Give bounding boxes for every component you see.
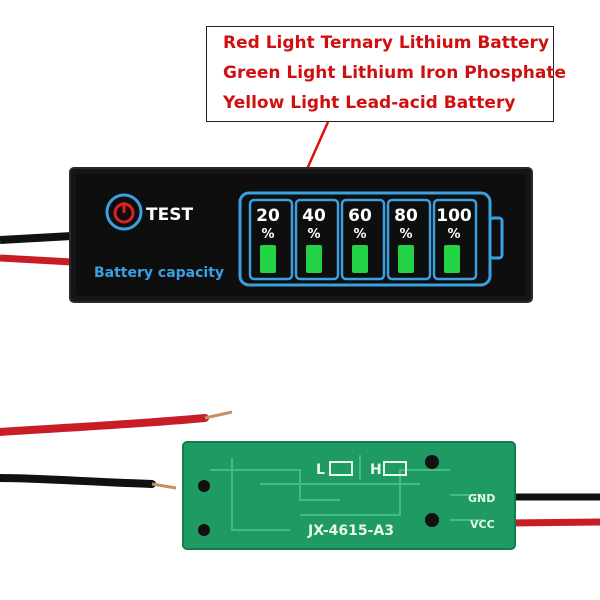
legend-red-light: Red Light Ternary Lithium Battery — [223, 33, 550, 53]
led-20 — [260, 245, 276, 273]
pcb-vcc-label: VCC — [470, 518, 495, 531]
level-label-60: 60 — [348, 206, 372, 226]
legend-green-light: Green Light Lithium Iron Phosphate — [223, 63, 567, 83]
pcb-label-h: H — [370, 462, 382, 478]
percent-sign-40: % — [307, 227, 320, 242]
callout-legend: Red Light Ternary Lithium Battery Green … — [206, 26, 566, 122]
led-80 — [398, 245, 414, 273]
led-60 — [352, 245, 368, 273]
level-label-20: 20 — [256, 206, 280, 226]
battery-terminal — [488, 216, 504, 260]
cell-outline-60 — [340, 198, 386, 281]
level-label-100: 100 — [436, 206, 472, 226]
cell-outline-100 — [432, 198, 478, 281]
percent-sign-100: % — [447, 227, 460, 242]
module-wires — [0, 232, 73, 266]
percent-sign-60: % — [353, 227, 366, 242]
pcb-model-number: JX-4615-A3 — [307, 523, 394, 539]
percent-sign-80: % — [399, 227, 412, 242]
test-label: TEST — [146, 205, 193, 225]
level-cells: 20 40 60 80 100 % % % % % — [248, 198, 478, 281]
level-label-80: 80 — [394, 206, 418, 226]
loose-wires — [0, 410, 233, 490]
pcb-gnd-label: GND — [468, 492, 495, 505]
percent-sign-20: % — [261, 227, 274, 242]
battery-indicator-module: 20 40 60 80 100 % % % % % TEST Battery c… — [69, 167, 533, 303]
cell-outline-80 — [386, 198, 432, 281]
led-100 — [444, 245, 460, 273]
circuit-board: L H JX-4615-A3 GND VCC — [182, 441, 516, 550]
battery-capacity-caption: Battery capacity — [94, 265, 224, 281]
power-icon — [105, 193, 143, 231]
cell-outline-20 — [248, 198, 294, 281]
level-label-40: 40 — [302, 206, 326, 226]
cell-outline-40 — [294, 198, 340, 281]
pcb-label-l: L — [316, 462, 325, 478]
led-40 — [306, 245, 322, 273]
legend-yellow-light: Yellow Light Lead-acid Battery — [223, 93, 516, 113]
